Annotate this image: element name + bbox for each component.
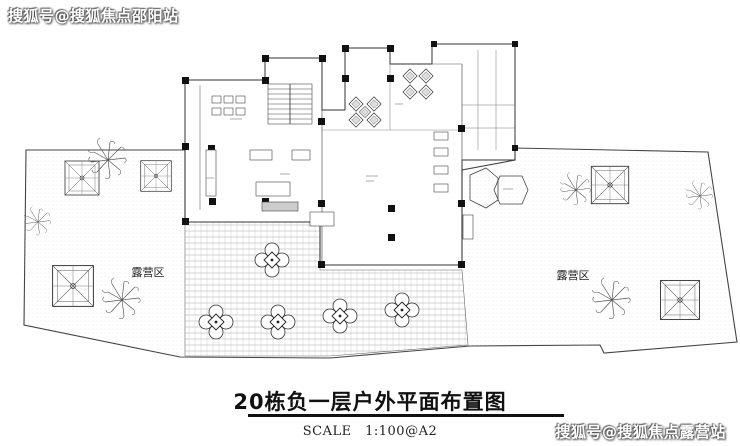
watermark-bottom: 搜狐号@搜狐焦点露营站 <box>555 423 726 441</box>
drawing-title: 20栋负一层户外平面布置图 <box>233 390 507 414</box>
camp-zone-right <box>462 148 737 353</box>
interior-furniture <box>205 95 474 240</box>
camp-zone-left <box>23 137 185 357</box>
drawing-scale: SCALE 1:100@A2 <box>302 424 438 439</box>
room-annotation-marks <box>206 103 513 190</box>
camp-zone-right-label: 露营区 <box>557 268 590 282</box>
deck-paving <box>184 221 469 357</box>
staircase <box>267 83 313 125</box>
watermark-top: 搜狐号@搜狐焦点邵阳站 <box>8 7 179 25</box>
building <box>184 43 529 266</box>
structural-columns <box>182 41 518 268</box>
title-underline <box>248 414 564 417</box>
camp-zone-left-label: 露营区 <box>132 265 165 279</box>
